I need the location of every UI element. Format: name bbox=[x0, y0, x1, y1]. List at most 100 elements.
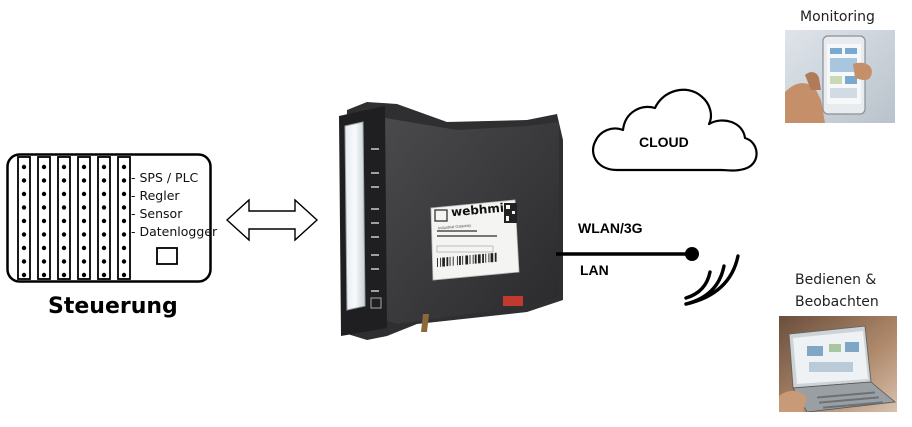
plc-terminal-dot bbox=[21, 259, 27, 264]
plc-terminal-dot bbox=[41, 218, 47, 224]
controller-item-list: - SPS / PLC - Regler - Sensor - Datenlog… bbox=[131, 169, 217, 241]
plc-terminal-dot bbox=[81, 232, 87, 237]
plc-terminal-dot bbox=[121, 272, 127, 278]
wireless-signal-icon bbox=[680, 250, 750, 306]
plc-terminal-dot bbox=[101, 218, 107, 224]
plc-terminal-dot bbox=[61, 259, 67, 264]
plc-terminal-dot bbox=[41, 164, 47, 170]
plc-terminal-dot bbox=[21, 272, 27, 278]
plc-terminal-dot bbox=[41, 272, 47, 278]
controller-block: - SPS / PLC - Regler - Sensor - Datenlog… bbox=[6, 153, 217, 283]
plc-display-box bbox=[156, 247, 178, 265]
barcode-bar bbox=[472, 254, 474, 264]
plc-terminal-dot bbox=[101, 191, 107, 197]
plc-terminal-dot bbox=[21, 218, 27, 224]
plc-terminal-dot bbox=[21, 191, 27, 197]
plc-terminal-dot bbox=[61, 205, 67, 210]
barcode-bar bbox=[474, 254, 477, 264]
bidirectional-arrow-icon bbox=[225, 196, 319, 244]
plc-terminal-dot bbox=[101, 232, 107, 237]
plc-terminal-dot bbox=[121, 178, 127, 183]
barcode-bar bbox=[494, 252, 497, 262]
plc-terminal-dot bbox=[81, 245, 87, 251]
plc-terminal-dot bbox=[101, 245, 107, 251]
plc-terminal-dot bbox=[41, 191, 47, 197]
controller-title: Steuerung bbox=[48, 294, 178, 319]
barcode-bar bbox=[437, 258, 438, 267]
plc-terminal-dot bbox=[21, 245, 27, 251]
connection-wireless-label: WLAN/3G bbox=[578, 220, 643, 236]
plc-terminal-dot bbox=[81, 205, 87, 210]
plc-terminal-dot bbox=[61, 272, 67, 278]
barcode-bar bbox=[449, 256, 451, 266]
operate-laptop-image bbox=[779, 316, 897, 412]
plc-terminal-dot bbox=[41, 259, 47, 264]
plc-terminal-dot bbox=[81, 164, 87, 170]
plc-terminal-dot bbox=[101, 205, 107, 210]
plc-terminal-dot bbox=[61, 164, 67, 170]
operate-label-line1: Bedienen & bbox=[795, 272, 877, 288]
barcode-bar bbox=[440, 257, 442, 267]
plc-terminal-dot bbox=[61, 245, 67, 251]
monitoring-phone-image bbox=[785, 30, 895, 123]
cloud-label: CLOUD bbox=[639, 134, 689, 150]
barcode-bar bbox=[482, 253, 484, 263]
barcode-bar bbox=[459, 256, 461, 266]
barcode-bar bbox=[462, 255, 464, 265]
barcode-bar bbox=[442, 257, 445, 267]
barcode-bar bbox=[477, 254, 481, 264]
connection-line bbox=[556, 240, 756, 310]
plc-terminal-dot bbox=[21, 164, 27, 170]
plc-terminal-dot bbox=[101, 272, 107, 278]
barcode-bar bbox=[485, 253, 487, 263]
plc-terminal-dot bbox=[81, 191, 87, 197]
plc-terminal-dot bbox=[121, 191, 127, 197]
barcode-bar bbox=[469, 255, 471, 265]
barcode-bar bbox=[465, 255, 469, 265]
plc-terminal-dot bbox=[101, 164, 107, 170]
plc-terminal-dot bbox=[81, 218, 87, 224]
plc-terminal-dot bbox=[21, 178, 27, 183]
barcode-bar bbox=[452, 256, 454, 266]
plc-terminal-dot bbox=[21, 232, 27, 237]
plc-terminal-dot bbox=[61, 191, 67, 197]
plc-terminal-dot bbox=[41, 245, 47, 251]
plc-terminal-dot bbox=[121, 245, 127, 251]
plc-module-rail bbox=[57, 156, 71, 280]
plc-terminal-dot bbox=[121, 205, 127, 210]
plc-terminal-dot bbox=[81, 272, 87, 278]
plc-module-rail bbox=[97, 156, 111, 280]
plc-module-rail bbox=[17, 156, 31, 280]
plc-module-rail bbox=[37, 156, 51, 280]
barcode-bar bbox=[446, 257, 449, 267]
plc-terminal-dot bbox=[41, 205, 47, 210]
plc-rack-illustration bbox=[6, 153, 212, 283]
barcode-bar bbox=[488, 253, 490, 263]
plc-module-rail bbox=[77, 156, 91, 280]
plc-terminal-dot bbox=[121, 232, 127, 237]
controller-item-datenlogger: - Datenlogger bbox=[131, 224, 218, 239]
controller-item-sps: - SPS / PLC bbox=[131, 170, 199, 185]
plc-terminal-dot bbox=[41, 178, 47, 183]
barcode-bar bbox=[456, 256, 458, 266]
plc-terminal-dot bbox=[101, 178, 107, 183]
controller-item-sensor: - Sensor bbox=[131, 206, 183, 221]
plc-module-rail bbox=[117, 156, 131, 280]
plc-terminal-dot bbox=[81, 259, 87, 264]
plc-terminal-dot bbox=[61, 218, 67, 224]
connection-wired-label: LAN bbox=[580, 262, 609, 278]
plc-terminal-dot bbox=[41, 232, 47, 237]
plc-terminal-dot bbox=[121, 164, 127, 170]
plc-terminal-dot bbox=[61, 178, 67, 183]
plc-terminal-dot bbox=[81, 178, 87, 183]
plc-terminal-dot bbox=[21, 205, 27, 210]
operate-label-line2: Beobachten bbox=[795, 294, 879, 310]
plc-terminal-dot bbox=[61, 232, 67, 237]
barcode-bar bbox=[490, 253, 494, 263]
plc-terminal-dot bbox=[121, 218, 127, 224]
cloud-icon: CLOUD bbox=[587, 82, 763, 176]
plc-terminal-dot bbox=[101, 259, 107, 264]
plc-terminal-dot bbox=[121, 259, 127, 264]
gateway-device: webhmi Industrial Gateway bbox=[327, 100, 567, 342]
monitoring-label: Monitoring bbox=[800, 9, 875, 25]
